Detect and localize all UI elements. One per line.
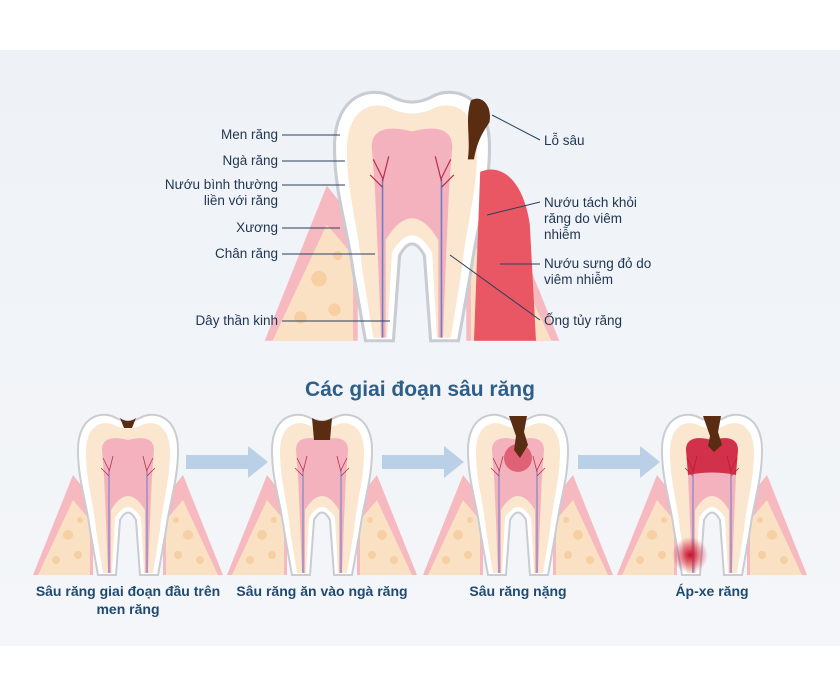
label-receding-gum: Nướu tách khỏi răng do viêm nhiễm	[544, 195, 637, 242]
progression-arrows	[186, 446, 660, 478]
label-enamel: Men răng	[220, 127, 278, 142]
label-healthy-gum: Nướu bình thường liền với răng	[164, 177, 278, 208]
main-tooth-diagram	[264, 90, 560, 343]
stage-caption: Sâu răng nặng	[469, 583, 567, 599]
swollen-gum	[474, 169, 536, 341]
arrow-icon	[382, 446, 464, 478]
label-dentin: Ngà răng	[222, 153, 278, 168]
stage-2-tooth	[227, 413, 417, 576]
label-root-canal: Ống tủy răng	[544, 313, 623, 328]
cavity-mark	[467, 98, 490, 160]
leader-lines	[282, 114, 541, 322]
stage-1-tooth	[33, 413, 223, 576]
label-cavity: Lỗ sâu	[544, 133, 585, 148]
stages-title: Các giai đoạn sâu răng	[305, 378, 535, 401]
arrow-icon	[186, 446, 268, 478]
label-bone: Xương	[236, 220, 278, 235]
arrow-icon	[578, 446, 660, 478]
stage-caption: Sâu răng giai đoạn đầu trên men răng	[35, 583, 221, 617]
label-root: Chân răng	[214, 246, 278, 261]
label-swollen-gum: Nướu sưng đỏ do viêm nhiễm	[544, 256, 652, 287]
stage-3-tooth	[423, 413, 613, 576]
label-nerve: Dây thần kinh	[195, 313, 278, 328]
stage-4-tooth	[617, 413, 807, 576]
stage-caption: Áp-xe răng	[675, 583, 749, 599]
stage-caption: Sâu răng ăn vào ngà răng	[236, 583, 408, 599]
